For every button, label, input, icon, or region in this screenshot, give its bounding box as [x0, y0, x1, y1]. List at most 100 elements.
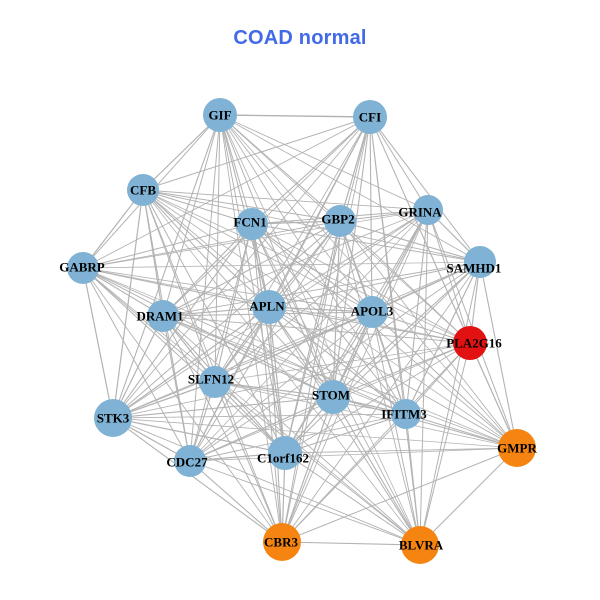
network-edge: [479, 261, 518, 449]
network-edge: [281, 447, 518, 543]
network-edge: [162, 223, 253, 317]
network-node-pla2g16[interactable]: [453, 326, 487, 360]
network-node-cdc27[interactable]: [174, 445, 206, 477]
network-node-label-ifitm3: IFITM3: [381, 407, 427, 422]
network-edge: [281, 311, 373, 543]
network-edge: [251, 223, 334, 398]
network-node-label-dram1: DRAM1: [137, 309, 184, 324]
network-edge: [268, 306, 407, 415]
network-edge: [112, 342, 471, 419]
network-edge: [214, 311, 373, 383]
network-node-cfi[interactable]: [353, 100, 387, 134]
network-edge: [405, 413, 421, 546]
network-edge: [419, 342, 471, 546]
network-edge: [162, 209, 429, 317]
network-edge: [142, 189, 429, 211]
network-node-gbp2[interactable]: [324, 205, 356, 237]
network-edge: [219, 114, 334, 398]
network-edge: [268, 306, 286, 454]
network-edge: [214, 381, 518, 449]
network-edge: [371, 311, 421, 546]
network-node-apln[interactable]: [252, 290, 286, 324]
network-edge: [82, 267, 421, 546]
network-edge: [142, 189, 286, 454]
network-edge: [214, 223, 253, 383]
network-edge: [82, 261, 481, 269]
network-edge: [332, 396, 421, 546]
network-node-label-cbr3: CBR3: [264, 535, 298, 550]
network-edge: [189, 261, 481, 462]
network-edge: [419, 261, 481, 546]
network-node-label-apln: APLN: [249, 299, 285, 314]
network-edge: [162, 315, 283, 543]
network-node-dram1[interactable]: [147, 300, 179, 332]
network-edge: [189, 460, 421, 546]
network-edge: [281, 261, 481, 543]
network-edge: [189, 220, 341, 462]
network-node-apol3[interactable]: [356, 296, 388, 328]
network-edge: [112, 417, 518, 449]
network-node-label-cfb: CFB: [130, 183, 156, 198]
network-edge: [162, 306, 270, 317]
network-edge: [281, 396, 334, 543]
network-edge: [82, 220, 341, 269]
network-edge: [214, 381, 334, 398]
network-edge: [469, 342, 518, 449]
network-edge: [82, 267, 518, 449]
network-edge: [142, 189, 270, 308]
network-edge: [142, 116, 371, 191]
network-node-slfn12[interactable]: [199, 366, 231, 398]
network-edge: [371, 209, 429, 313]
network-edge: [162, 315, 471, 344]
network-edge: [82, 267, 373, 313]
node-layer[interactable]: [67, 98, 536, 564]
network-node-blvra[interactable]: [401, 526, 439, 564]
network-edge: [142, 189, 334, 398]
network-edge: [268, 220, 341, 308]
network-node-cfb[interactable]: [127, 174, 159, 206]
network-edge: [281, 541, 421, 546]
network-node-label-stk3: STK3: [97, 411, 130, 426]
network-edge: [162, 315, 407, 415]
network-edge: [162, 315, 421, 546]
network-node-samhd1[interactable]: [464, 246, 496, 278]
network-edge: [189, 447, 518, 462]
network-edge: [219, 114, 373, 313]
network-edge: [142, 189, 253, 225]
network-edge: [112, 189, 144, 419]
network-node-stk3[interactable]: [94, 399, 132, 437]
network-edge: [189, 413, 407, 462]
network-node-label-cfi: CFI: [359, 110, 381, 125]
network-node-cbr3[interactable]: [263, 523, 301, 561]
network-edge: [251, 223, 373, 313]
network-edge: [371, 311, 518, 449]
network-node-grina[interactable]: [413, 195, 443, 225]
network-node-gif[interactable]: [203, 98, 237, 132]
network-node-ifitm3[interactable]: [391, 399, 421, 429]
network-edge: [82, 267, 114, 419]
network-edge: [268, 306, 283, 543]
network-node-stom[interactable]: [316, 380, 350, 414]
network-edge: [369, 116, 429, 211]
network-edge: [189, 311, 373, 462]
network-edge: [112, 417, 283, 543]
network-edge: [284, 452, 421, 546]
network-node-c1orf162[interactable]: [268, 436, 302, 470]
network-edge: [219, 114, 518, 449]
network-edge: [371, 311, 407, 415]
network-node-gmpr[interactable]: [498, 429, 536, 467]
network-edge: [219, 114, 371, 118]
network-node-gabrp[interactable]: [67, 252, 99, 284]
network-edge: [189, 223, 253, 462]
network-edge: [189, 209, 429, 462]
network-edge: [142, 189, 216, 383]
network-edge: [112, 396, 334, 419]
network-edge: [281, 209, 429, 543]
network-edge: [268, 306, 334, 398]
network-edge: [371, 311, 471, 344]
network-edge: [281, 413, 407, 543]
network-node-fcn1[interactable]: [236, 208, 268, 240]
